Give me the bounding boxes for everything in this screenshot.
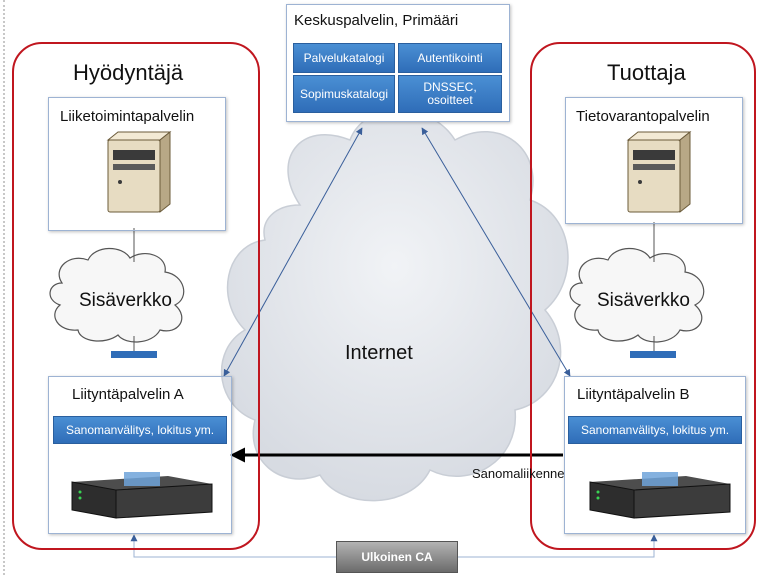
provider-group (530, 42, 756, 550)
provider-title: Tuottaja (607, 60, 686, 85)
dnssec-line1: DNSSEC, (423, 80, 477, 94)
arrow-central-to-gateway-a (223, 127, 363, 377)
gateway-a-service-box: Sanomanvälitys, lokitus ym. (53, 416, 227, 444)
consumer-group (12, 42, 260, 550)
external-ca-box: Ulkoinen CA (336, 541, 458, 573)
business-server-title: Liiketoimintapalvelin (60, 108, 195, 125)
internet-label: Internet (345, 342, 413, 364)
rack-server-icon-left (71, 472, 213, 519)
dnssec-line2: osoitteet (427, 93, 473, 107)
intranet-label-right: Sisäverkko (597, 290, 690, 311)
data-server-title: Tietovarantopalvelin (576, 108, 710, 125)
gateway-b-panel (564, 376, 746, 534)
network-port-left (111, 351, 157, 358)
business-server-panel (48, 97, 226, 231)
gateway-a-title: Liityntäpalvelin A (72, 386, 184, 403)
consumer-title: Hyödyntäjä (73, 60, 184, 85)
message-traffic-label: Sanomaliikenne (472, 466, 565, 481)
network-port-right (630, 351, 676, 358)
intranet-cloud-left (49, 247, 185, 343)
left-dotted-edge (3, 0, 5, 575)
central-server-title: Keskuspalvelin, Primääri (294, 12, 459, 29)
service-catalog-box: Palvelukatalogi (293, 43, 395, 73)
gateway-b-title: Liityntäpalvelin B (577, 386, 690, 403)
arrow-central-to-gateway-b (421, 127, 571, 377)
intranet-label-left: Sisäverkko (79, 290, 172, 311)
gateway-b-service-box: Sanomanvälitys, lokitus ym. (568, 416, 742, 444)
ca-line-left (130, 534, 336, 558)
authentication-box: Autentikointi (398, 43, 502, 73)
rack-server-icon-right (589, 472, 731, 519)
internet-cloud (220, 109, 569, 502)
data-server-panel (565, 97, 743, 224)
gateway-a-panel (48, 376, 232, 534)
tower-server-icon-right (626, 130, 692, 214)
intranet-cloud-right (569, 247, 705, 343)
contract-catalog-box: Sopimuskatalogi (293, 75, 395, 113)
dnssec-box: DNSSEC, osoitteet (398, 75, 502, 113)
ca-line-right (456, 534, 658, 558)
tower-server-icon-left (106, 130, 172, 214)
